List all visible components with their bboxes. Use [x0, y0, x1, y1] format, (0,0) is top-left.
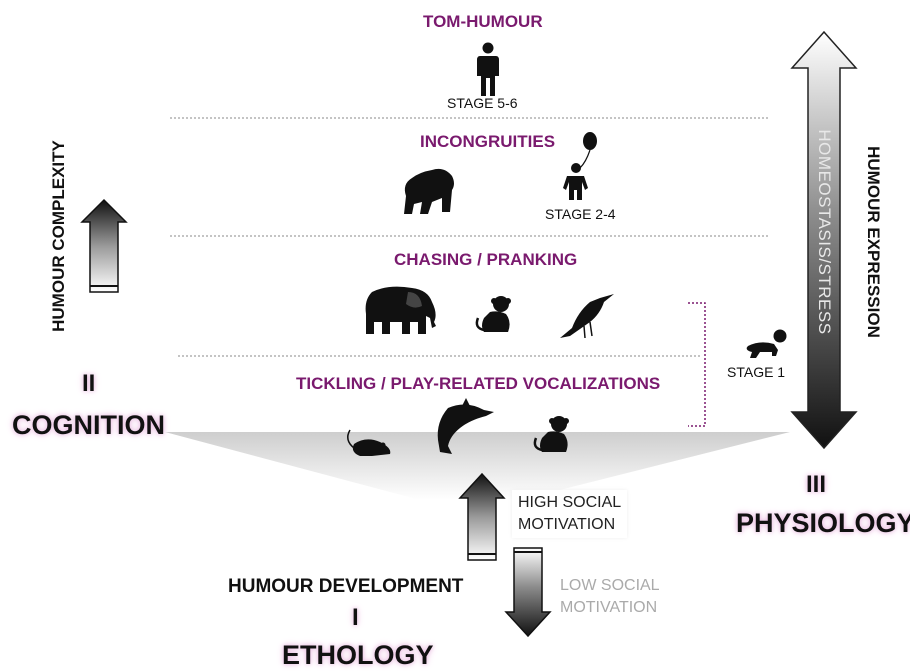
- crow-icon: [560, 294, 614, 339]
- humour-complexity-label: HUMOUR COMPLEXITY: [49, 140, 68, 332]
- high-motivation-line2: MOTIVATION: [518, 516, 616, 533]
- high-motivation-arrow: [458, 472, 506, 561]
- humour-development-label: HUMOUR DEVELOPMENT: [228, 576, 464, 597]
- physiology-label: PHYSIOLOGY: [736, 508, 910, 538]
- stage-2-4-label: STAGE 2-4: [545, 206, 616, 222]
- humour-expression-label: HUMOUR EXPRESSION: [864, 146, 883, 338]
- high-motivation-label: HIGH SOCIAL MOTIVATION: [512, 490, 628, 538]
- funnel-shape: [165, 432, 790, 500]
- gorilla-icon: [404, 168, 454, 214]
- level-chasing-label: CHASING / PRANKING: [394, 250, 578, 269]
- expression-arrow: [790, 30, 858, 450]
- rat-icon: [347, 429, 391, 456]
- elephant-icon: [365, 286, 436, 334]
- level-incongruities-label: INCONGRUITIES: [420, 132, 556, 151]
- monkey-icon: [533, 416, 569, 452]
- physiology-number: III: [806, 471, 827, 498]
- level-tickling-label: TICKLING / PLAY-RELATED VOCALIZATIONS: [296, 374, 661, 393]
- homeostasis-stress-label: HOMEOSTASIS/STRESS: [815, 129, 834, 335]
- baby-crawling-icon: [746, 329, 787, 358]
- low-motivation-arrow: [504, 547, 552, 638]
- stage1-bracket: [688, 302, 706, 427]
- low-motivation-line2: MOTIVATION: [560, 599, 658, 616]
- level-tom-label: TOM-HUMOUR: [423, 12, 543, 31]
- ethology-label: ETHOLOGY: [282, 640, 434, 670]
- high-motivation-line1: HIGH SOCIAL: [518, 494, 622, 511]
- low-motivation-line1: LOW SOCIAL: [560, 577, 660, 594]
- cognition-number: II: [82, 370, 96, 397]
- cognition-label: COGNITION: [12, 410, 165, 440]
- adult-human-icon: [477, 42, 499, 96]
- low-motivation-label: LOW SOCIAL MOTIVATION: [560, 575, 660, 619]
- stage-1-label: STAGE 1: [727, 364, 786, 380]
- dolphin-icon: [437, 398, 494, 454]
- complexity-arrow: [80, 198, 128, 293]
- ethology-number: I: [352, 604, 359, 631]
- monkey-icon: [475, 296, 511, 332]
- stage-5-6-label: STAGE 5-6: [447, 95, 518, 111]
- child-balloon-icon: [563, 132, 597, 200]
